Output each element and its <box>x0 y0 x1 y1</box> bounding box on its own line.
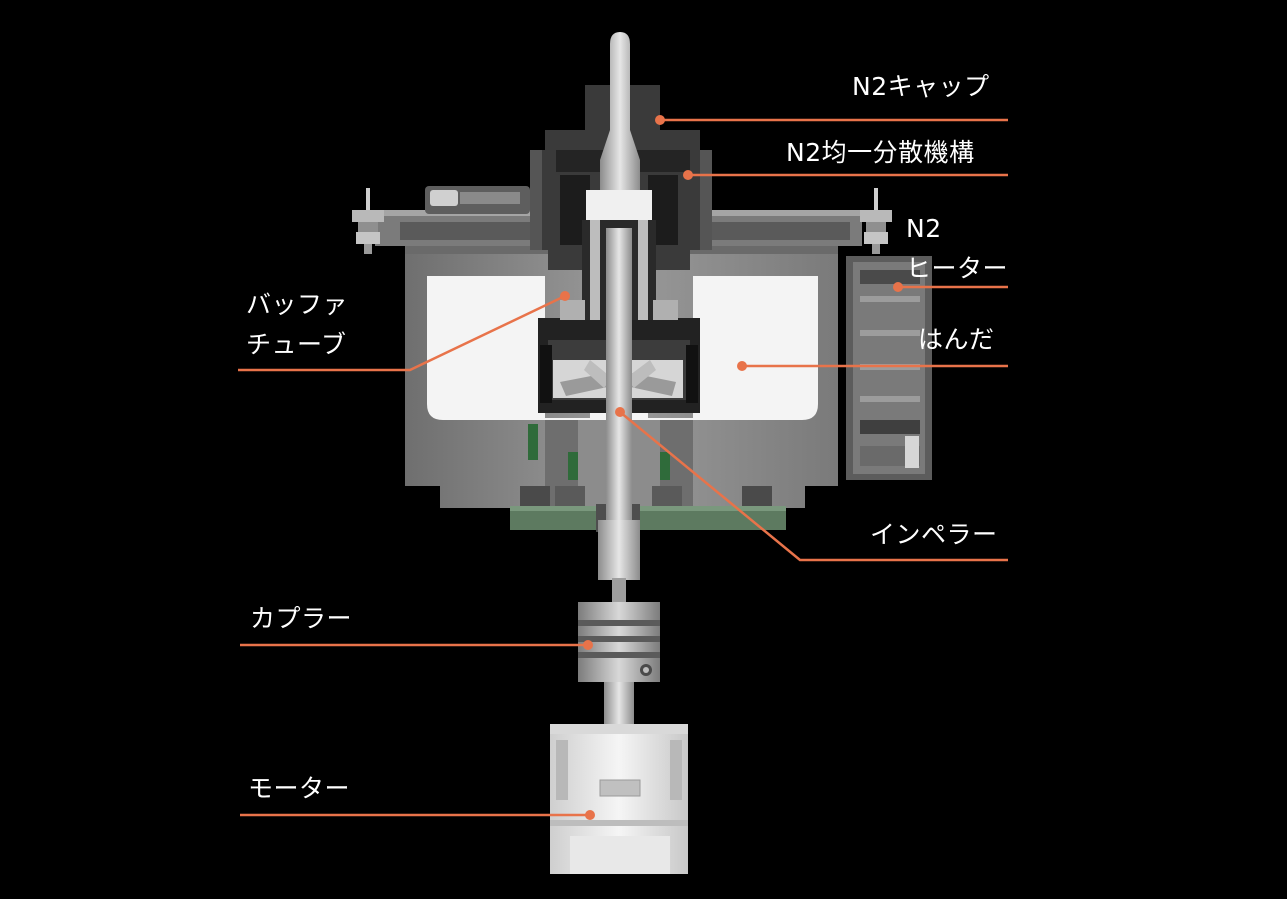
left-bolt <box>352 188 384 254</box>
label-n2-heater-line2: ヒーター <box>906 254 1009 283</box>
dot-impeller <box>615 407 625 417</box>
solder-bath <box>427 276 818 420</box>
impeller-shaft <box>598 228 640 580</box>
dot-n2-heater <box>893 282 903 292</box>
label-motor: モーター <box>248 774 351 803</box>
dot-buffer-tube <box>560 291 570 301</box>
dot-solder <box>737 361 747 371</box>
label-impeller: インペラー <box>870 520 998 549</box>
base-plate <box>510 504 786 532</box>
impeller-blades <box>560 360 676 396</box>
label-n2-dispersion: N2均一分散機構 <box>786 138 975 167</box>
coupler <box>578 578 660 682</box>
dot-n2-dispersion <box>683 170 693 180</box>
leader-buffer-tube <box>238 294 566 372</box>
leader-dots <box>560 115 903 820</box>
right-bolt <box>860 188 892 254</box>
label-coupler: カプラー <box>250 604 353 633</box>
motor <box>550 682 688 874</box>
dot-motor <box>585 810 595 820</box>
label-n2-cap: N2キャップ <box>852 72 990 101</box>
label-buffer-tube-line1: バッファ <box>246 290 349 319</box>
dot-n2-cap <box>655 115 665 125</box>
label-buffer-tube-line2: チューブ <box>246 330 347 359</box>
dot-coupler <box>583 640 593 650</box>
leader-impeller <box>619 411 1008 562</box>
label-solder: はんだ <box>918 325 995 354</box>
label-n2-heater-line1: N2 <box>906 214 942 243</box>
leader-lines <box>238 118 1008 817</box>
n2-nozzle <box>586 32 652 220</box>
n2-heater-block <box>846 256 932 480</box>
